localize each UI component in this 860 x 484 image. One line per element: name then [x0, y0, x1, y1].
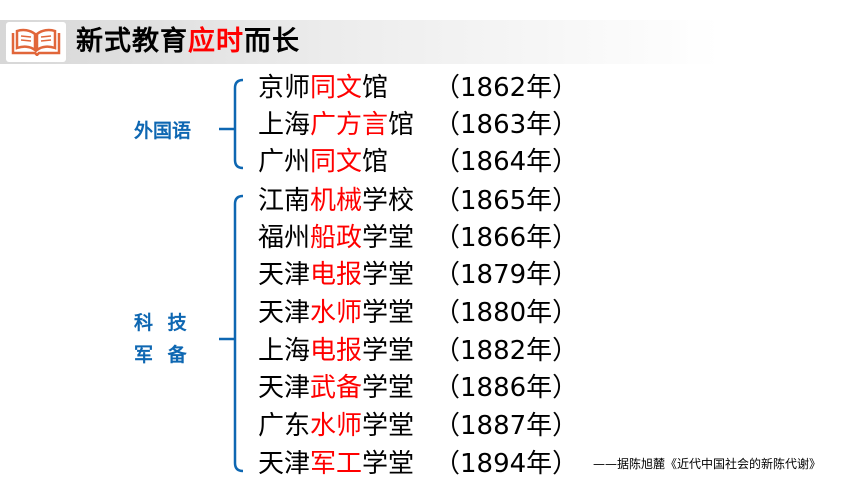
source-citation: ——据陈旭麓《近代中国社会的新陈代谢》 [593, 457, 822, 471]
school-type: 馆 [362, 147, 389, 177]
school-type: 学堂 [362, 260, 415, 290]
school-item: 江南机械学校 （1865年） [258, 183, 578, 220]
school-subject: 广方言 [310, 110, 389, 140]
school-subject: 同文 [310, 147, 363, 177]
school-item: 福州船政学堂 （1866年） [258, 220, 578, 257]
school-place: 天津 [258, 449, 311, 479]
school-type: 学堂 [362, 298, 415, 328]
group-label-line2: 军 备 [134, 344, 191, 366]
school-item: 广州同文馆 （1864年） [258, 144, 578, 181]
group-label-foreign-language: 外国语 [134, 120, 192, 142]
school-item: 天津水师学堂 （1880年） [258, 295, 578, 332]
title-band [0, 20, 760, 64]
school-subject: 机械 [310, 186, 363, 216]
page-title: 新式教育应时而长 [76, 20, 300, 64]
school-year: （1862年） [434, 73, 579, 103]
school-place: 京师 [258, 73, 311, 103]
school-type: 学堂 [362, 449, 415, 479]
school-place: 福州 [258, 223, 311, 253]
school-place: 广州 [258, 147, 311, 177]
school-year: （1887年） [434, 411, 579, 441]
title-highlight: 应时 [188, 26, 244, 57]
school-place: 上海 [258, 110, 311, 140]
school-year: （1894年） [434, 449, 579, 479]
school-subject: 电报 [310, 260, 363, 290]
school-year: （1882年） [434, 336, 579, 366]
school-year: （1864年） [434, 147, 579, 177]
school-subject: 军工 [310, 449, 363, 479]
school-year: （1866年） [434, 223, 579, 253]
school-item: 天津武备学堂 （1886年） [258, 370, 578, 407]
school-subject: 电报 [310, 336, 363, 366]
title-text-end: 而长 [244, 26, 300, 57]
school-year: （1880年） [434, 298, 579, 328]
school-type: 学堂 [362, 373, 415, 403]
school-type: 学堂 [362, 411, 415, 441]
school-subject: 武备 [310, 373, 363, 403]
title-text: 新式教育 [76, 26, 188, 57]
school-place: 广东 [258, 411, 311, 441]
school-type: 馆 [362, 73, 389, 103]
school-place: 天津 [258, 298, 311, 328]
school-type: 馆 [388, 110, 415, 140]
open-book-icon [11, 28, 61, 56]
school-type: 学校 [362, 186, 415, 216]
school-place: 天津 [258, 373, 311, 403]
group-label-line1: 科 技 [134, 312, 191, 334]
school-place: 上海 [258, 336, 311, 366]
school-subject: 船政 [310, 223, 363, 253]
school-subject: 同文 [310, 73, 363, 103]
school-type: 学堂 [362, 336, 415, 366]
school-item: 广东水师学堂 （1887年） [258, 408, 578, 445]
school-item: 上海广方言馆 （1863年） [258, 107, 578, 144]
school-year: （1863年） [434, 110, 579, 140]
school-item: 上海电报学堂 （1882年） [258, 333, 578, 370]
book-badge [6, 22, 66, 62]
group-label-tech-military: 科 技 军 备 [134, 307, 191, 371]
school-place: 江南 [258, 186, 311, 216]
school-type: 学堂 [362, 223, 415, 253]
school-year: （1886年） [434, 373, 579, 403]
school-item: 京师同文馆 （1862年） [258, 70, 578, 107]
school-subject: 水师 [310, 298, 363, 328]
school-item: 天津电报学堂 （1879年） [258, 257, 578, 294]
school-year: （1865年） [434, 186, 579, 216]
school-subject: 水师 [310, 411, 363, 441]
school-year: （1879年） [434, 260, 579, 290]
school-item: 天津军工学堂 （1894年） [258, 446, 578, 483]
school-place: 天津 [258, 260, 311, 290]
